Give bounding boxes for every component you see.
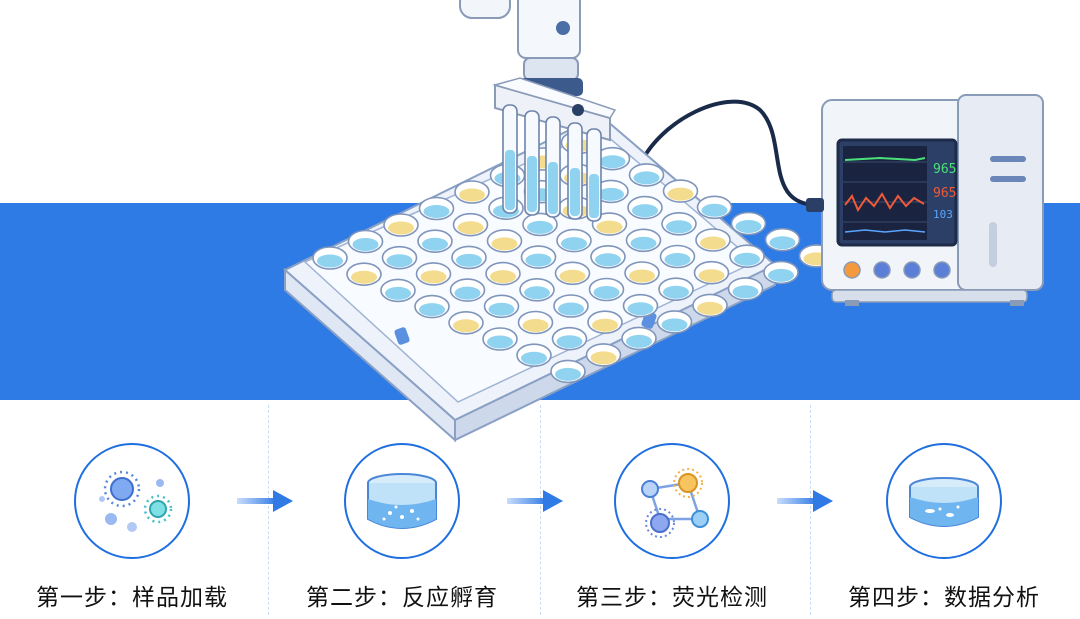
step-3-circle <box>614 443 730 559</box>
well-liquid <box>385 286 411 300</box>
well-liquid <box>386 254 413 268</box>
well-plate <box>283 113 835 443</box>
arrow-right-icon <box>777 490 833 512</box>
well-liquid <box>420 270 447 284</box>
well-liquid <box>663 285 689 299</box>
well-liquid <box>734 252 760 266</box>
well-liquid <box>661 318 688 332</box>
lab-illustration: 965 965 103 <box>283 0 1044 443</box>
well-liquid <box>700 236 726 250</box>
step-1-label: 第一步：样品加载 <box>36 585 228 611</box>
cells-icon <box>99 470 173 532</box>
step-4-label: 第四步：数据分析 <box>848 585 1040 611</box>
well-liquid <box>593 286 620 299</box>
arrow-right-icon <box>507 490 563 512</box>
well-liquid <box>555 367 581 381</box>
well-liquid <box>419 303 445 317</box>
well-liquid <box>491 237 518 251</box>
readout-green: 965 <box>933 162 956 177</box>
well-liquid <box>590 351 617 365</box>
step-2-label: 第二步：反应孵育 <box>306 585 498 611</box>
well-liquid <box>352 238 379 251</box>
cable <box>638 99 826 208</box>
step-1-circle <box>74 443 190 559</box>
step-4-circle <box>886 443 1002 559</box>
well-liquid <box>769 236 796 250</box>
well-liquid <box>456 253 482 267</box>
well-liquid <box>627 302 654 316</box>
tube-liquid <box>589 174 599 218</box>
well-liquid <box>595 253 621 267</box>
well-liquid <box>388 221 414 235</box>
well-liquid <box>454 286 481 300</box>
step-2-circle <box>344 443 460 559</box>
well-liquid <box>629 269 655 283</box>
knob <box>933 261 951 279</box>
well-liquid <box>599 155 626 169</box>
dish-icon <box>909 477 979 527</box>
well-liquid <box>698 269 725 283</box>
well-liquid <box>592 318 618 332</box>
dish-icon <box>367 473 437 529</box>
well-liquid <box>524 286 550 300</box>
well-liquid <box>457 221 484 235</box>
tube-liquid <box>527 156 537 212</box>
well-liquid <box>558 302 584 316</box>
well-liquid <box>632 204 658 218</box>
tube-liquid <box>570 168 580 216</box>
well-liquid <box>697 301 723 315</box>
analyzer-monitor: 965 965 103 <box>806 94 1044 306</box>
molecule-icon <box>641 468 709 538</box>
well-liquid <box>521 351 547 365</box>
well-liquid <box>422 237 448 251</box>
well-liquid <box>596 220 623 234</box>
well-liquid <box>667 187 694 201</box>
step-divider <box>540 405 541 615</box>
well-liquid <box>768 268 794 282</box>
well-liquid <box>561 237 587 251</box>
well-liquid <box>488 302 515 316</box>
well-liquid <box>525 253 552 267</box>
well-liquid <box>701 203 728 217</box>
well-liquid <box>559 269 586 283</box>
well-liquid <box>633 171 660 185</box>
step-divider <box>268 405 269 615</box>
well-liquid <box>630 236 657 250</box>
step-3-label: 第三步：荧光检测 <box>576 585 768 611</box>
well-liquid <box>626 334 652 348</box>
readout-red: 965 <box>933 186 956 201</box>
well-liquid <box>351 270 377 284</box>
well-liquid <box>556 335 583 349</box>
well-liquid <box>527 220 553 234</box>
knob <box>903 261 921 279</box>
tube-liquid <box>505 150 515 210</box>
knob <box>873 261 891 279</box>
well-liquid <box>459 188 485 202</box>
step-divider <box>810 405 811 615</box>
pipette-robot <box>459 0 617 222</box>
well-liquid <box>598 187 624 201</box>
arrow-right-icon <box>237 490 293 512</box>
well-liquid <box>522 319 549 332</box>
tube-liquid <box>548 162 558 214</box>
well-liquid <box>735 220 762 233</box>
well-liquid <box>487 335 513 349</box>
well-liquid <box>666 220 692 234</box>
well-liquid <box>423 205 450 218</box>
well-liquid <box>490 270 516 284</box>
knob-orange <box>843 261 861 279</box>
well-liquid <box>453 319 479 333</box>
well-liquid <box>664 253 691 266</box>
readout-blue: 103 <box>933 208 953 221</box>
well-liquid <box>732 285 759 299</box>
well-liquid <box>317 254 343 268</box>
